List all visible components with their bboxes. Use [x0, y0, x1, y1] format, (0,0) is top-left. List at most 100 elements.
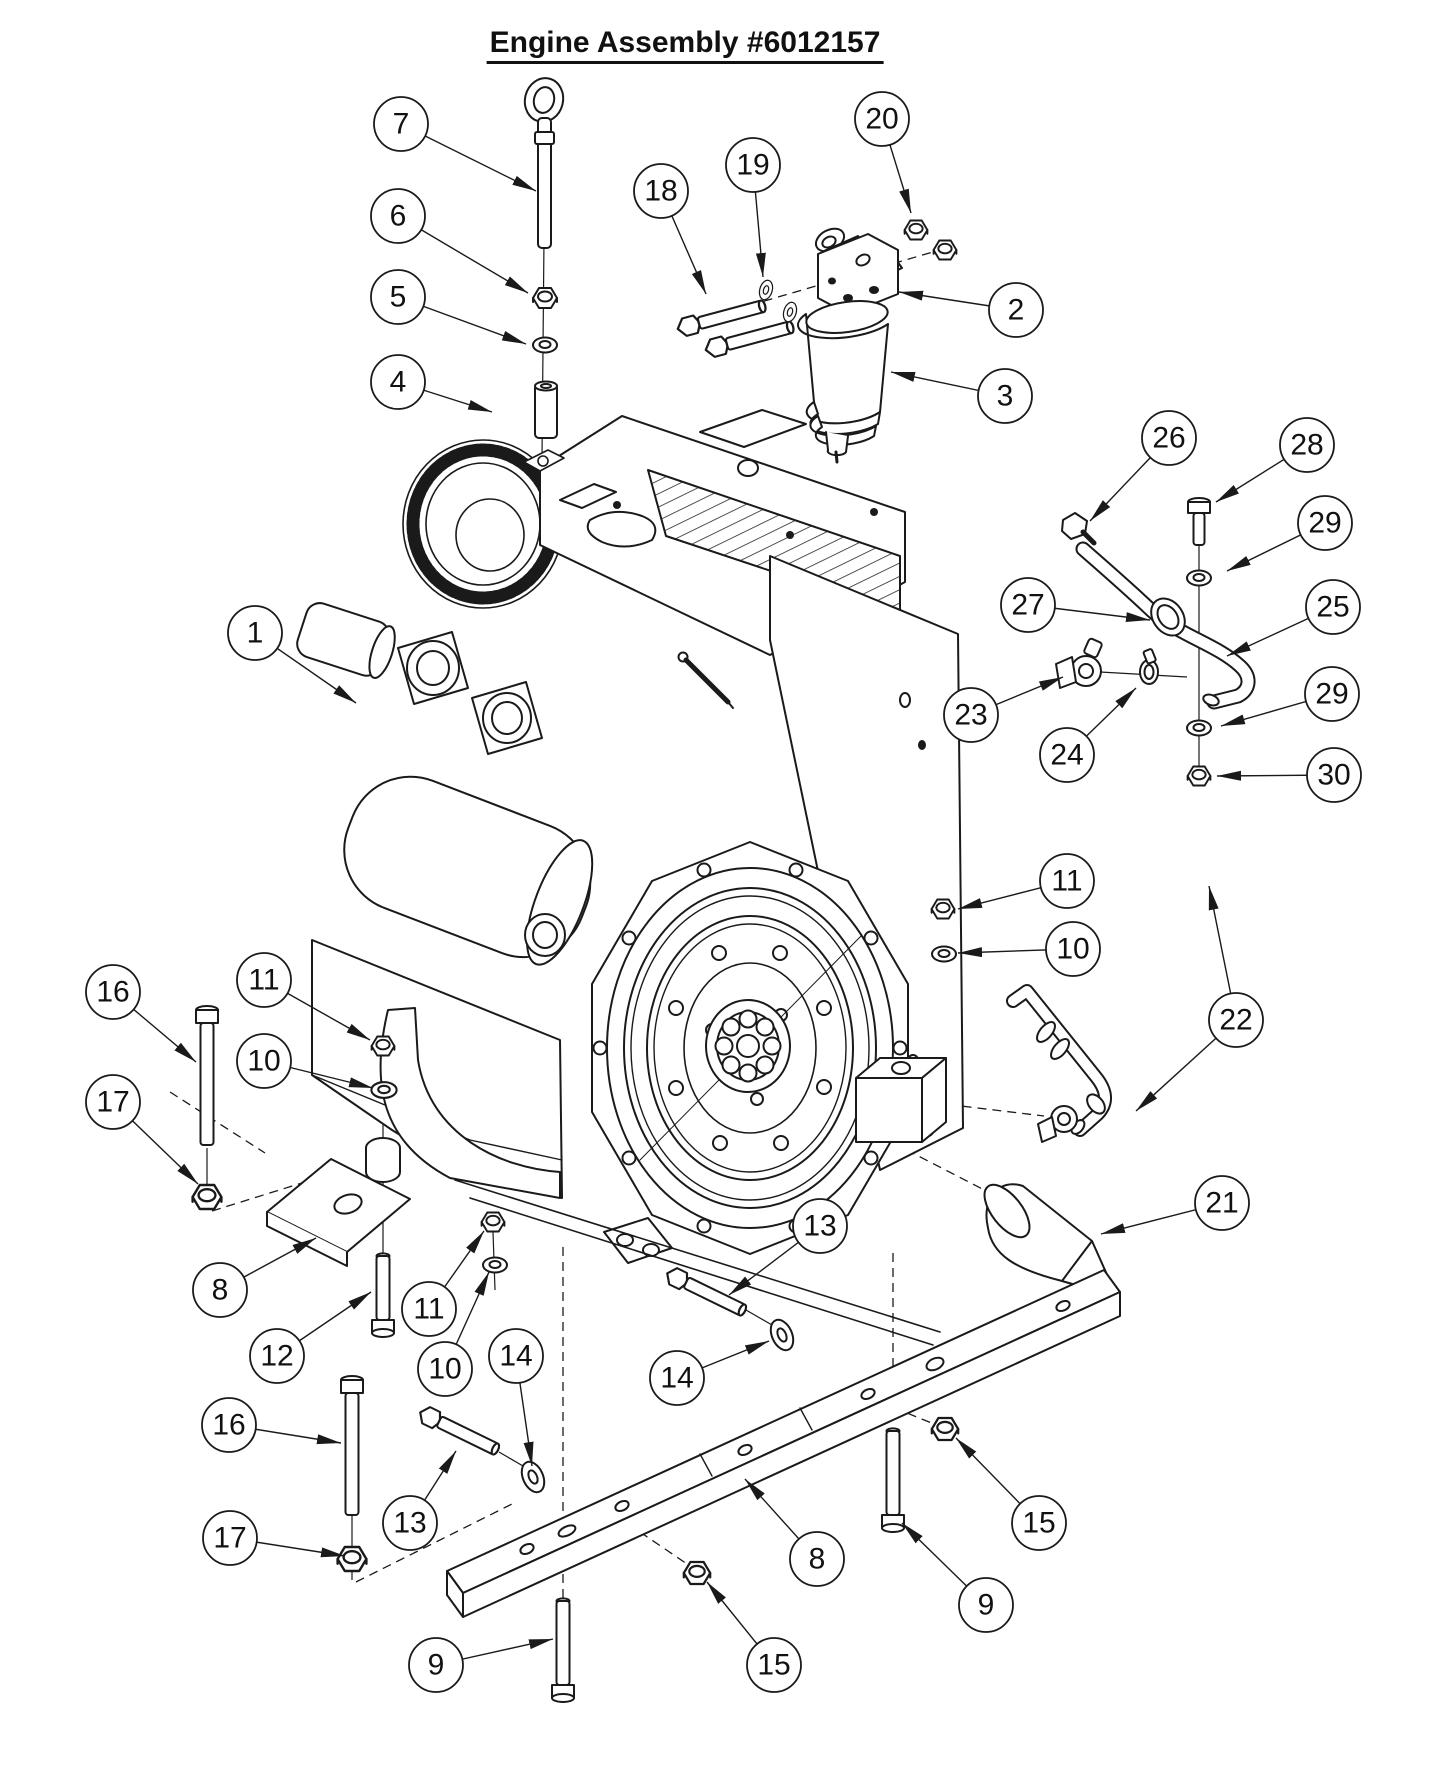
svg-text:16: 16	[212, 1409, 245, 1442]
svg-text:20: 20	[865, 103, 898, 136]
svg-text:17: 17	[96, 1086, 129, 1119]
callout-8-bottom: 8	[789, 1531, 845, 1587]
callout-15-right: 15	[1011, 1495, 1067, 1551]
svg-text:10: 10	[428, 1353, 461, 1386]
svg-text:3: 3	[997, 380, 1014, 413]
svg-text:8: 8	[809, 1543, 826, 1576]
right-mount-block	[855, 1057, 947, 1143]
callout-21: 21	[1194, 1175, 1250, 1231]
washer	[1186, 719, 1212, 737]
spacer	[534, 380, 558, 439]
callout-22: 22	[1208, 992, 1264, 1048]
washer	[765, 1315, 799, 1355]
hose-clamp	[1139, 648, 1159, 685]
svg-text:11: 11	[248, 964, 279, 997]
callout-15-left: 15	[746, 1637, 802, 1693]
callout-17-lower: 17	[202, 1510, 258, 1566]
svg-text:7: 7	[393, 108, 410, 141]
svg-text:10: 10	[1056, 933, 1089, 966]
bolt	[340, 1375, 364, 1516]
washer	[532, 336, 558, 354]
fuel-filter	[797, 227, 903, 464]
bolt	[371, 1252, 395, 1338]
callout-13-lower: 13	[382, 1495, 438, 1551]
callout-28: 28	[1279, 417, 1335, 473]
svg-text:13: 13	[393, 1507, 426, 1540]
air-canister	[343, 775, 594, 966]
nut	[930, 898, 956, 920]
lift-bracket	[523, 449, 565, 472]
svg-text:12: 12	[260, 1340, 293, 1373]
svg-text:29: 29	[1315, 678, 1348, 711]
svg-text:13: 13	[803, 1210, 836, 1243]
callout-27: 27	[1000, 577, 1056, 633]
svg-text:24: 24	[1050, 739, 1083, 772]
washer	[482, 1256, 508, 1274]
svg-text:27: 27	[1011, 589, 1044, 622]
svg-text:11: 11	[1051, 865, 1082, 898]
callout-25: 25	[1305, 579, 1361, 635]
sump	[311, 913, 566, 1199]
nut	[682, 1560, 712, 1586]
svg-text:14: 14	[499, 1340, 532, 1373]
callout-10-right: 10	[1045, 921, 1101, 977]
bolt	[881, 1427, 905, 1533]
svg-text:23: 23	[954, 699, 987, 732]
drain-valve	[1055, 637, 1103, 689]
callout-18: 18	[633, 163, 689, 219]
callout-29-lower: 29	[1304, 666, 1360, 722]
svg-text:29: 29	[1308, 507, 1341, 540]
crank-hub	[705, 999, 791, 1093]
nut	[480, 1211, 506, 1233]
callout-6: 6	[370, 188, 426, 244]
callout-4: 4	[370, 354, 426, 410]
banjo-bolt	[1187, 497, 1211, 546]
callout-12: 12	[249, 1328, 305, 1384]
callout-11-left: 11	[236, 952, 292, 1008]
callout-20: 20	[854, 91, 910, 147]
callout-13-upper: 13	[792, 1198, 848, 1254]
svg-text:15: 15	[1022, 1507, 1055, 1540]
svg-text:16: 16	[96, 976, 129, 1009]
callout-2: 2	[988, 282, 1044, 338]
svg-text:28: 28	[1290, 429, 1323, 462]
callout-10-center: 10	[417, 1341, 473, 1397]
nut	[532, 287, 558, 309]
nut	[336, 1545, 368, 1573]
svg-text:11: 11	[413, 1293, 444, 1326]
callout-7: 7	[373, 96, 429, 152]
callout-16-upper: 16	[85, 964, 141, 1020]
breather-hose	[1075, 541, 1256, 710]
eye-bolt	[523, 77, 565, 249]
svg-text:9: 9	[428, 1649, 445, 1682]
dipstick	[677, 651, 734, 709]
svg-text:19: 19	[736, 149, 769, 182]
nut	[930, 1416, 960, 1442]
svg-text:15: 15	[757, 1649, 790, 1682]
washer	[370, 1081, 398, 1099]
washer	[756, 278, 776, 302]
callout-17-upper: 17	[85, 1074, 141, 1130]
svg-text:6: 6	[390, 200, 407, 233]
callout-10-left: 10	[236, 1033, 292, 1089]
filter-body	[797, 300, 889, 464]
svg-text:8: 8	[212, 1274, 229, 1307]
callout-balloons: 7 6 5 4 18 19 20 2 3 26 28 29 27 25 23 2…	[85, 91, 1362, 1693]
svg-text:5: 5	[390, 281, 407, 314]
starter-motor	[296, 602, 396, 679]
callout-5: 5	[370, 269, 426, 325]
nut	[932, 239, 958, 261]
callout-26: 26	[1141, 410, 1197, 466]
filter-head	[814, 227, 903, 315]
callout-23: 23	[943, 687, 999, 743]
fuel-line	[1006, 984, 1112, 1143]
hardware-parts	[191, 77, 1256, 1703]
svg-text:22: 22	[1219, 1004, 1252, 1037]
nut	[370, 1035, 396, 1057]
callout-3: 3	[977, 368, 1033, 424]
svg-text:18: 18	[644, 175, 677, 208]
svg-text:4: 4	[390, 366, 407, 399]
support-bar	[446, 1269, 1121, 1618]
